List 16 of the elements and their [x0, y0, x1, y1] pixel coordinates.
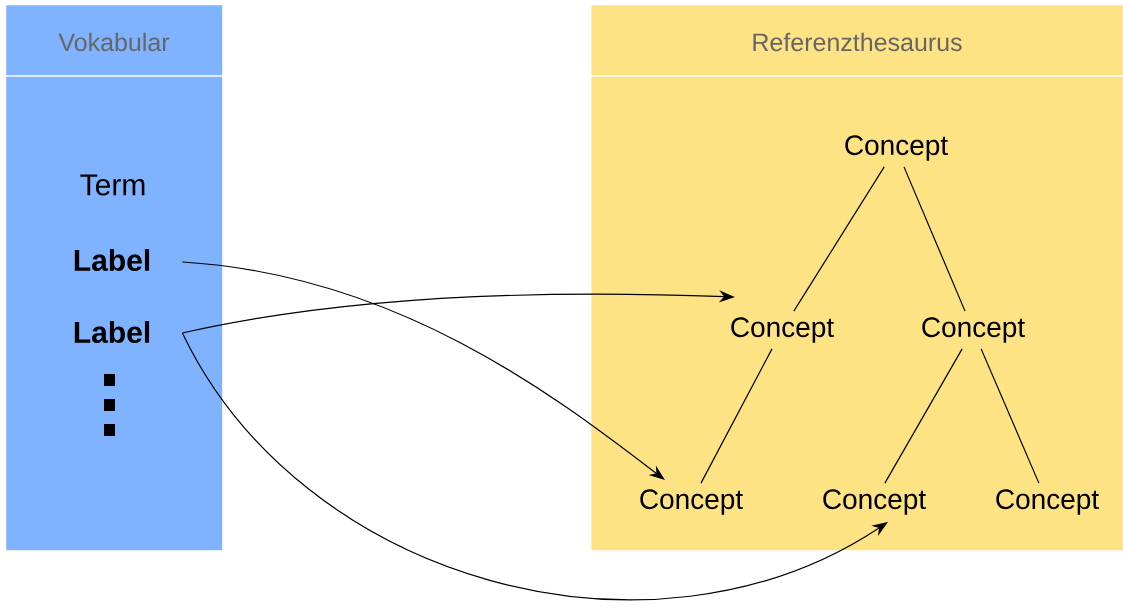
tree-line [793, 166, 885, 312]
concept-label: Concept [731, 317, 834, 343]
concept-label: Concept [823, 489, 926, 515]
term-label: Label [74, 321, 150, 344]
term-label: Label [74, 249, 150, 271]
tree-line [980, 348, 1040, 484]
concept-label: Concept [922, 317, 1025, 343]
curved-arrow [181, 332, 888, 601]
concept-label: Concept [996, 489, 1099, 515]
concept-label: Concept [640, 489, 743, 515]
term-label: Term [80, 174, 145, 196]
tree-line [884, 348, 963, 484]
concept-label: Concept [845, 135, 948, 161]
tree-line [700, 348, 773, 484]
curved-arrow [181, 261, 665, 480]
tree-line [903, 166, 966, 312]
